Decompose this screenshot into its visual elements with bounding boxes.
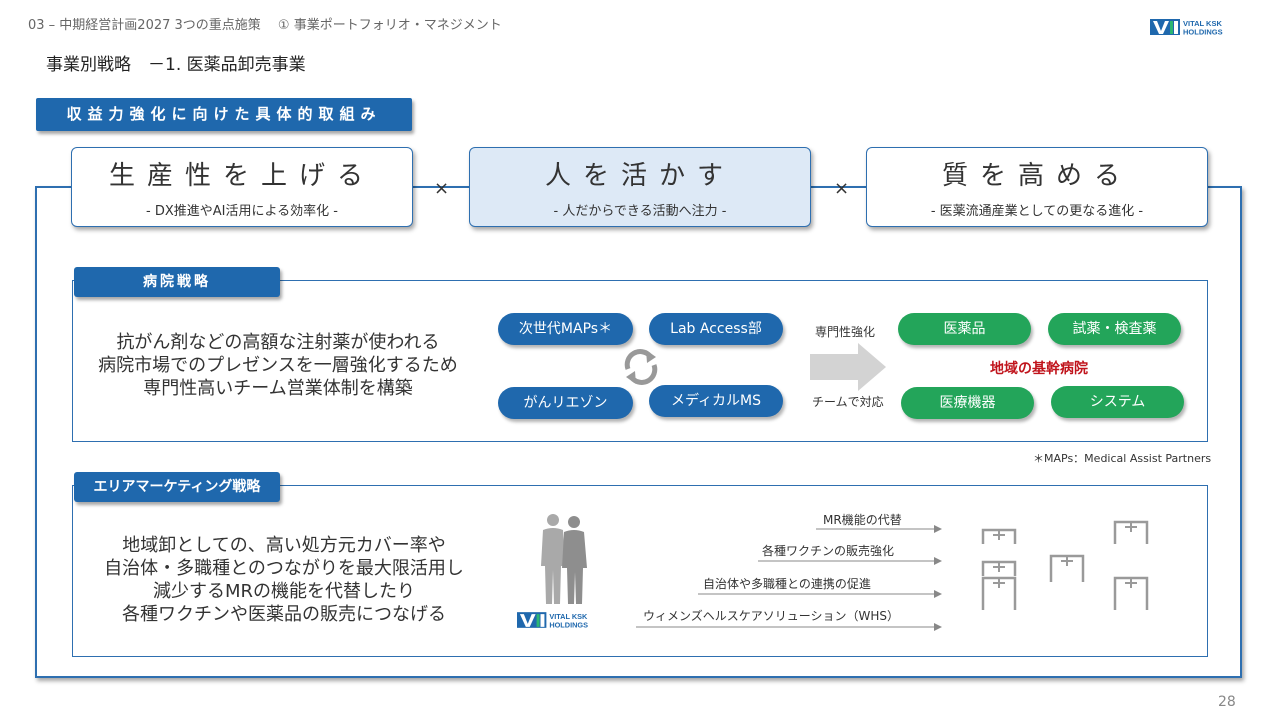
area-item-vaccine: 各種ワクチンの販売強化 — [762, 544, 895, 558]
pillar-quality: 質を高める - 医薬流通産業としての更なる進化 - — [866, 147, 1208, 227]
page-title: 事業別戦略 －1. 医薬品卸売事業 — [46, 55, 306, 75]
pillar-people: 人を活かす - 人だからできる活動へ注力 - — [469, 147, 811, 227]
company-logo: VITAL KSK HOLDINGS — [1150, 19, 1223, 37]
team-pill-medical-ms: メディカルMS — [649, 385, 783, 417]
product-pill-reagents: 試薬・検査薬 — [1048, 313, 1181, 345]
product-pill-systems: システム — [1051, 386, 1184, 418]
description-line: 各種ワクチンや医薬品の販売につなげる — [122, 604, 446, 625]
pillar-subtitle: - 人だからできる活動へ注力 - — [553, 204, 727, 219]
company-logo-small: VITAL KSK HOLDINGS — [517, 612, 588, 629]
svg-text:HOLDINGS: HOLDINGS — [549, 620, 588, 629]
area-marketing-tag: エリアマーケティング戦略 — [74, 472, 280, 502]
times-symbol: × — [434, 178, 450, 199]
description-line: 減少するMRの機能を代替したり — [152, 581, 416, 602]
pillar-title: 質を高める — [941, 161, 1132, 191]
flow-arrows — [636, 525, 942, 631]
description-line: 病院市場でのプレゼンスを一層強化するため — [98, 355, 458, 376]
description-line: 抗がん剤などの高額な注射薬が使われる — [116, 332, 440, 353]
regional-hospital-label: 地域の基幹病院 — [990, 361, 1088, 377]
breadcrumb: 03 – 中期経営計画2027 3つの重点施策 ① 事業ポートフォリオ・マネジメ… — [28, 18, 502, 33]
product-pill-medicine: 医薬品 — [898, 313, 1031, 345]
svg-text:VITAL KSK: VITAL KSK — [549, 612, 588, 621]
hospital-strategy-tag: 病院戦略 — [74, 267, 280, 297]
area-item-collaboration: 自治体や多職種との連携の促進 — [703, 577, 871, 591]
description-line: 自治体・多職種とのつながりを最大限活用し — [104, 558, 464, 579]
right-arrow-icon — [810, 343, 886, 391]
pillar-subtitle: - DX推進やAI活用による効率化 - — [146, 204, 338, 219]
product-pill-devices: 医療機器 — [901, 387, 1034, 419]
team-pill-maps: 次世代MAPs＊ — [498, 313, 633, 345]
hospital-icons — [981, 520, 1149, 610]
pillar-productivity: 生産性を上げる - DX推進やAI活用による効率化 - — [71, 147, 413, 227]
page-number: 28 — [1218, 694, 1236, 710]
area-marketing-panel — [72, 485, 1208, 657]
pillar-title: 人を活かす — [544, 161, 735, 191]
description-line: 専門性高いチーム営業体制を構築 — [143, 378, 413, 399]
description-line: 地域卸としての、高い処方元カバー率や — [122, 535, 446, 556]
business-people-icon — [541, 514, 587, 604]
svg-text:HOLDINGS: HOLDINGS — [1183, 28, 1223, 37]
svg-text:VITAL KSK: VITAL KSK — [1183, 19, 1222, 28]
cycle-arrows-icon — [624, 349, 658, 385]
arrow-label-bottom: チームで対応 — [812, 395, 884, 409]
pillar-title: 生産性を上げる — [108, 161, 375, 191]
area-description: 地域卸としての、高い処方元カバー率や 自治体・多職種とのつながりを最大限活用し … — [88, 534, 480, 626]
team-pill-gan-liaison: がんリエゾン — [498, 387, 633, 419]
hospital-description: 抗がん剤などの高額な注射薬が使われる 病院市場でのプレゼンスを一層強化するため … — [88, 331, 468, 400]
area-item-mr: MR機能の代替 — [823, 513, 902, 527]
times-symbol: × — [834, 178, 850, 199]
pillar-subtitle: - 医薬流通産業としての更なる進化 - — [930, 204, 1144, 219]
area-item-whs: ウィメンズヘルスケアソリューション（WHS） — [643, 609, 900, 623]
arrow-label-top: 専門性強化 — [815, 325, 876, 339]
footnote: ＊MAPs：Medical Assist Partners — [1033, 452, 1212, 465]
team-pill-lab-access: Lab Access部 — [649, 313, 783, 345]
section-title: 収益力強化に向けた具体的取組み — [36, 98, 412, 131]
